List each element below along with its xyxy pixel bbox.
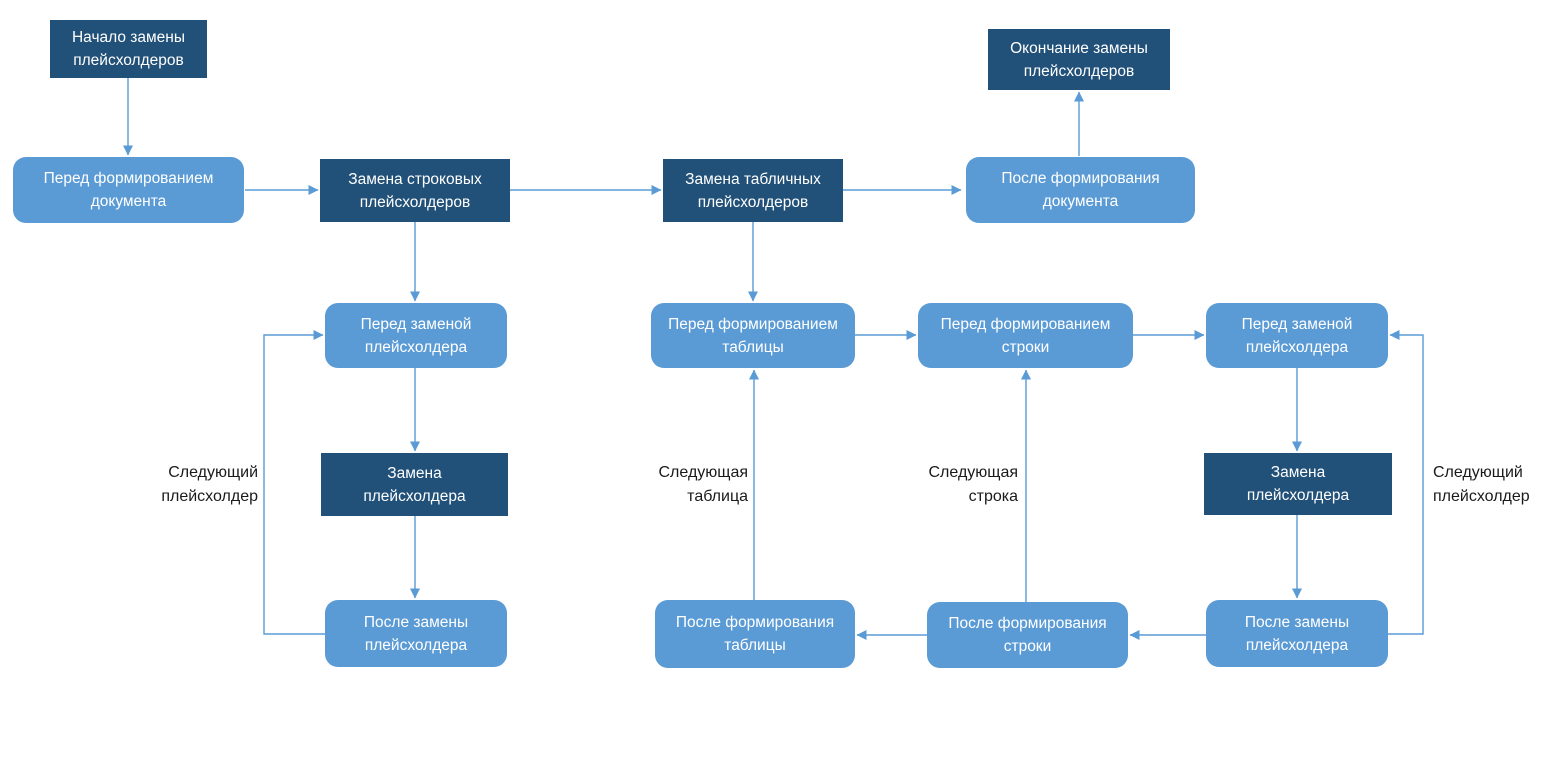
node-replace-table: Замена табличных плейсхолдеров [663,159,843,222]
node-after-placeholder-right: После замены плейсхолдера [1206,600,1388,667]
node-replace-placeholder-right: Замена плейсхолдера [1204,453,1392,515]
node-after-table: После формирования таблицы [655,600,855,668]
node-end: Окончание замены плейсхолдеров [988,29,1170,90]
node-before-doc: Перед формированием документа [13,157,244,223]
node-after-row: После формирования строки [927,602,1128,668]
edge-label-next-placeholder-right: Следующий плейсхолдер [1433,464,1530,505]
edge-label-next-placeholder-left: Следующий плейсхолдер [161,464,258,505]
edge-loop-next-placeholder-right [1388,330,1424,635]
node-before-row: Перед формированием строки [918,303,1133,368]
node-before-placeholder-left: Перед заменой плейсхолдера [325,303,507,368]
node-before-placeholder-right: Перед заменой плейсхолдера [1206,303,1388,368]
edge-loop-next-placeholder-left [263,330,325,635]
edge-label-next-table: Следующая таблица [658,464,749,505]
node-before-table: Перед формированием таблицы [651,303,855,368]
node-start: Начало замены плейсхолдеров [50,20,207,78]
node-replace-placeholder-left: Замена плейсхолдера [321,453,508,516]
node-after-doc: После формирования документа [966,157,1195,223]
edge-label-next-row: Следующая строка [928,464,1019,505]
node-after-placeholder-left: После замены плейсхолдера [325,600,507,667]
node-replace-string: Замена строковых плейсхолдеров [320,159,510,222]
